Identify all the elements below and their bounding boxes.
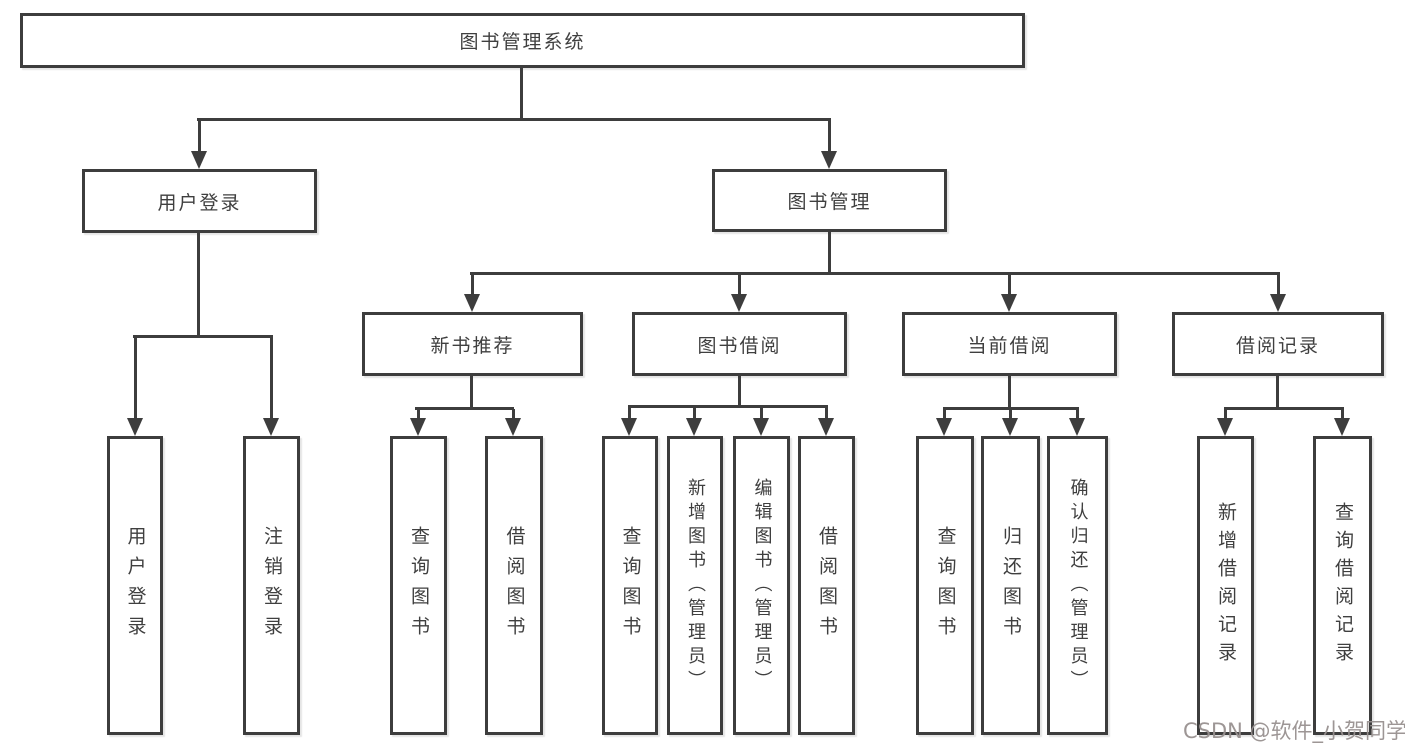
leaf-cb-query-books: 查询图书 (916, 436, 974, 735)
leaf-br-query-record-label: 查询借阅记录 (1332, 501, 1354, 670)
node-library-system-label: 图书管理系统 (459, 31, 586, 53)
leaf-user-login-label: 用户登录 (124, 525, 147, 646)
arrow-down-to-bb-borrow (818, 407, 835, 436)
node-current-borrow: 当前借阅 (902, 312, 1117, 376)
leaf-nb-borrow-books-label: 借阅图书 (503, 525, 526, 646)
arrow-down-to-bb-add (686, 407, 703, 436)
node-new-books: 新书推荐 (362, 312, 583, 376)
arrow-down-to-cb-return (1002, 409, 1019, 436)
arrow-down-to-leaf-user-login (127, 337, 144, 436)
leaf-nb-query-books-label: 查询图书 (408, 525, 430, 646)
leaf-logout-label: 注销登录 (261, 525, 283, 646)
arrow-down-to-borrow-records (1270, 274, 1287, 312)
connector-root-bar (197, 118, 831, 121)
node-borrow-records: 借阅记录 (1172, 312, 1384, 376)
connector-book-mgmt-stem (828, 232, 831, 275)
node-current-borrow-label: 当前借阅 (967, 334, 1052, 357)
leaf-nb-borrow-books: 借阅图书 (485, 436, 543, 735)
leaf-logout: 注销登录 (243, 436, 300, 735)
node-user-login-label: 用户登录 (157, 191, 242, 214)
leaf-br-query-record: 查询借阅记录 (1313, 436, 1372, 735)
arrow-down-to-cb-confirm (1069, 409, 1086, 436)
arrow-down-to-book-borrow (731, 274, 748, 312)
node-user-login: 用户登录 (82, 169, 317, 233)
connector-user-login-bar (133, 335, 273, 338)
connector-current-borrow-bar (943, 407, 1079, 410)
node-library-system: 图书管理系统 (20, 13, 1025, 68)
arrow-down-to-br-add (1217, 409, 1234, 436)
arrow-down-to-br-query (1334, 409, 1351, 436)
leaf-nb-query-books: 查询图书 (390, 436, 447, 735)
leaf-cb-confirm-return-admin-label: 确认归还（管理员） (1067, 477, 1089, 694)
leaf-bb-add-books-admin-label: 新增图书（管理员） (685, 477, 706, 694)
leaf-bb-query-books: 查询图书 (602, 436, 658, 735)
arrow-down-to-leaf-logout (263, 337, 280, 436)
node-book-mgmt-label: 图书管理 (787, 191, 872, 213)
connector-book-borrow-stem (738, 376, 741, 408)
leaf-bb-borrow-books-label: 借阅图书 (816, 525, 838, 646)
leaf-bb-borrow-books: 借阅图书 (798, 436, 855, 735)
connector-current-borrow-stem (1008, 376, 1011, 410)
node-book-borrow-label: 图书借阅 (697, 334, 782, 357)
leaf-br-add-record: 新增借阅记录 (1197, 436, 1254, 735)
leaf-br-add-record-label: 新增借阅记录 (1215, 501, 1237, 670)
leaf-bb-edit-books-admin: 编辑图书（管理员） (733, 436, 790, 735)
node-book-borrow: 图书借阅 (632, 312, 847, 376)
arrow-down-to-book-mgmt (821, 120, 838, 169)
leaf-cb-query-books-label: 查询图书 (934, 525, 957, 646)
connector-book-borrow-bar (628, 405, 828, 408)
arrow-down-to-bb-query (621, 407, 638, 436)
arrow-down-to-nb-borrow (505, 409, 522, 436)
leaf-cb-return-books-label: 归还图书 (1000, 525, 1022, 646)
node-new-books-label: 新书推荐 (430, 334, 515, 357)
connector-root-stem (520, 68, 523, 120)
leaf-cb-confirm-return-admin: 确认归还（管理员） (1047, 436, 1108, 735)
node-book-mgmt: 图书管理 (712, 169, 947, 232)
arrow-down-to-user-login (191, 120, 208, 169)
arrow-down-to-current-borrow (1001, 274, 1018, 312)
arrow-down-to-new-books (464, 274, 481, 312)
connector-user-login-stem (197, 233, 200, 338)
connector-borrow-records-bar (1224, 407, 1344, 410)
node-borrow-records-label: 借阅记录 (1235, 334, 1320, 357)
connector-book-mgmt-bar (470, 272, 1280, 275)
connector-new-books-bar (415, 407, 514, 410)
arrow-down-to-nb-query (410, 409, 427, 436)
arrow-down-to-cb-query (936, 409, 953, 436)
leaf-bb-query-books-label: 查询图书 (619, 525, 642, 646)
leaf-bb-edit-books-admin-label: 编辑图书（管理员） (751, 477, 773, 694)
leaf-cb-return-books: 归还图书 (981, 436, 1040, 735)
leaf-bb-add-books-admin: 新增图书（管理员） (667, 436, 723, 735)
csdn-watermark: CSDN @软件_小贺同学 (1183, 719, 1405, 743)
connector-borrow-records-stem (1276, 376, 1279, 410)
connector-new-books-stem (470, 376, 473, 410)
leaf-user-login: 用户登录 (107, 436, 163, 735)
arrow-down-to-bb-edit (753, 407, 770, 436)
